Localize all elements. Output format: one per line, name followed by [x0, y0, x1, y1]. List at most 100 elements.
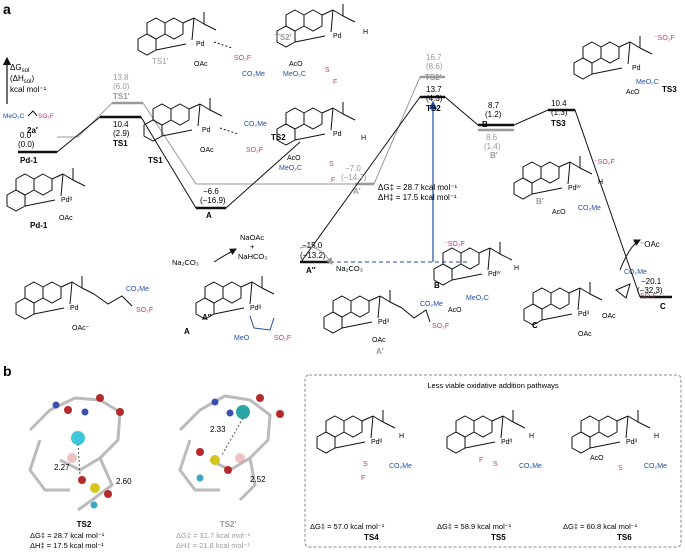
a-v1: −6.6	[203, 187, 219, 196]
ts2p-v2: (8.6)	[426, 62, 443, 71]
svg-text:H: H	[361, 135, 366, 142]
ts1-v2: (2.9)	[113, 129, 130, 138]
svg-text:Pdᴵⱽ: Pdᴵⱽ	[568, 184, 581, 192]
model-ts2p: 2.33 2.52	[178, 394, 284, 502]
pd1-v2: (0.0)	[18, 140, 35, 149]
pd-atom	[236, 405, 250, 419]
svg-text:C: C	[532, 321, 538, 330]
svg-text:F: F	[361, 475, 365, 482]
svg-text:H: H	[363, 29, 368, 36]
ts1p-v1: 13.8	[113, 73, 129, 82]
svg-text:OAc⁻: OAc⁻	[72, 325, 90, 332]
svg-text:CO₂Me: CO₂Me	[578, 205, 601, 212]
svg-text:Pd: Pd	[632, 65, 641, 72]
model-ts2-h: ΔH‡ = 17.5 kcal mol⁻¹	[30, 541, 104, 550]
ts2-v2: (4.3)	[426, 94, 443, 103]
svg-text:AcO: AcO	[552, 209, 566, 216]
svg-text:MeO₂C: MeO₂C	[466, 295, 489, 302]
svg-text:CO₂Me: CO₂Me	[624, 269, 647, 276]
panel-b: b 2.27 2.60 TS2 ΔG‡ = 28.7 kcal mol⁻¹	[3, 363, 682, 550]
model-ts2-g: ΔG‡ = 28.7 kcal mol⁻¹	[30, 531, 105, 540]
svg-text:TS2′: TS2′	[275, 33, 292, 42]
struct-ts4: Pdᴵᴵ H S F CO₂Me	[316, 409, 412, 482]
ts6-g: ΔG‡ = 60.8 kcal mol⁻¹	[563, 522, 638, 531]
app-v1: −15.0	[302, 241, 323, 250]
reagent-plus: +	[250, 242, 255, 251]
svg-text:S: S	[329, 161, 334, 168]
svg-text:S: S	[363, 461, 368, 468]
struct-b: Pdᴵⱽ ⁻SO₂F H AcO MeO₂C B	[433, 241, 519, 314]
ts2-d2: 2.60	[116, 477, 132, 486]
ts5-name: TS5	[491, 533, 506, 542]
svg-text:TS2: TS2	[271, 133, 286, 142]
svg-text:H: H	[529, 433, 534, 440]
svg-text:SO₂F: SO₂F	[640, 293, 657, 300]
svg-text:Pdᴵⱽ: Pdᴵⱽ	[488, 270, 501, 278]
a-v2: (−16.9)	[200, 196, 226, 205]
ap-v2: (−14.7)	[341, 173, 367, 182]
svg-text:Pdᴵᴵ: Pdᴵᴵ	[501, 439, 512, 446]
struct-bp: Pdᴵⱽ ⁻SO₂F H AcO CO₂Me B′	[513, 155, 615, 216]
ts2-d1: 2.27	[54, 463, 70, 472]
less-viable-box	[304, 374, 682, 548]
svg-text:S: S	[493, 461, 498, 468]
b-v2: (1.2)	[485, 110, 502, 119]
svg-text:F: F	[333, 79, 337, 86]
svg-text:⁻SO₂F: ⁻SO₂F	[654, 35, 675, 42]
panel-b-label: b	[3, 363, 12, 379]
svg-text:CO₂Me: CO₂Me	[244, 121, 267, 128]
ts2p-d2: 2.52	[250, 475, 266, 484]
ts1p-name: TS1′	[113, 92, 130, 101]
svg-text:Pdᴵᴵ: Pdᴵᴵ	[250, 305, 261, 312]
barrier-dh: ΔH‡ = 17.5 kcal mol⁻¹	[378, 193, 457, 202]
svg-text:Pdᴵᴵ: Pdᴵᴵ	[578, 311, 589, 318]
ts2-v1: 13.7	[426, 85, 442, 94]
svg-text:CO₂Me: CO₂Me	[519, 463, 542, 470]
svg-text:CO₂Me: CO₂Me	[126, 286, 149, 293]
axis-label-unit: kcal mol⁻¹	[10, 85, 47, 94]
struct-ts5: Pdᴵᴵ H S F CO₂Me	[446, 409, 542, 470]
struct-app: Pdᴵᴵ MeO SO₂F A″	[195, 275, 291, 342]
svg-text:Pd: Pd	[333, 131, 342, 138]
struct-c: Pdᴵᴵ OAc OAc CO₂Me SO₂F C	[523, 269, 657, 338]
reagent-na2co3-left: Na₂CO₃	[172, 258, 199, 267]
svg-text:TS3: TS3	[662, 85, 677, 94]
axis-label-g: ΔGsol	[10, 63, 29, 74]
svg-text:MeO₂C: MeO₂C	[279, 165, 302, 172]
panel-a: a ΔGsol (ΔHsol) kcal mol⁻¹ MeO₂C SO₂F 2a…	[2, 1, 677, 356]
struct-ts2p: Pd H AcO MeO₂C S F TS2′	[275, 3, 368, 86]
s2a-so2f: SO₂F	[38, 113, 54, 120]
svg-text:SO₂F: SO₂F	[234, 55, 251, 62]
struct-a: Pd OAc⁻ CO₂Me SO₂F A	[15, 275, 190, 336]
svg-text:F: F	[331, 177, 335, 184]
svg-text:Pd: Pd	[333, 33, 342, 40]
c-v1: −20.1	[641, 277, 662, 286]
svg-text:MeO₂C: MeO₂C	[636, 79, 659, 86]
model-ts2p-h: ΔH‡ = 21.8 kcal mol⁻¹	[176, 541, 250, 550]
svg-text:OAc: OAc	[602, 313, 616, 320]
model-ts2p-name: TS2′	[220, 520, 237, 529]
svg-text:⁻SO₂F: ⁻SO₂F	[594, 159, 615, 166]
barrier-dg: ΔG‡ = 28.7 kcal mol⁻¹	[378, 183, 457, 192]
svg-text:SO₂F: SO₂F	[274, 335, 291, 342]
svg-text:CO₂Me: CO₂Me	[644, 463, 667, 470]
bp-v2: (1.4)	[484, 142, 501, 151]
svg-text:TS1′: TS1′	[152, 57, 169, 66]
ts1-v1: 10.4	[113, 120, 129, 129]
ts6-name: TS6	[617, 533, 632, 542]
svg-text:Pdᴵᴵ: Pdᴵᴵ	[61, 197, 72, 204]
app-name: A″	[306, 266, 316, 275]
a-name: A	[206, 211, 212, 220]
svg-text:AcO: AcO	[626, 89, 640, 96]
svg-text:A′: A′	[376, 347, 384, 356]
svg-text:Pdᴵᴵ: Pdᴵᴵ	[371, 439, 382, 446]
b-v1: 8.7	[488, 101, 500, 110]
svg-text:SO₂F: SO₂F	[432, 323, 449, 330]
svg-text:S: S	[618, 465, 623, 472]
svg-text:Pd-1: Pd-1	[30, 221, 48, 230]
ts1-name: TS1	[113, 139, 128, 148]
less-viable-title: Less viable oxidative addition pathways	[427, 381, 559, 390]
svg-text:A″: A″	[202, 313, 212, 322]
model-ts2: 2.27 2.60	[28, 394, 132, 512]
